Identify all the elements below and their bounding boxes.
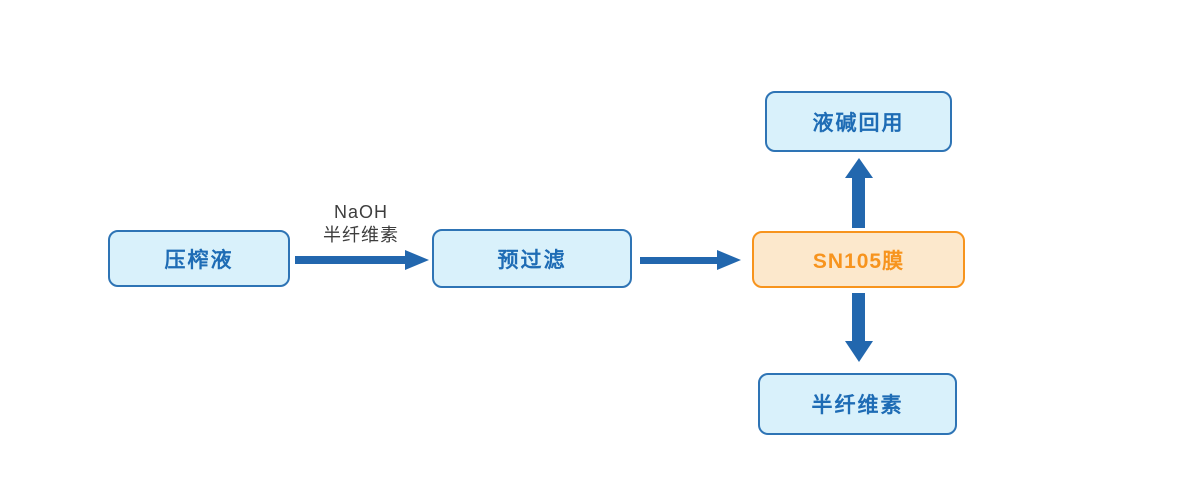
- node-prefilter-label: 预过滤: [497, 248, 567, 272]
- node-hemicellulose-output: 半纤维素: [758, 373, 957, 435]
- node-sn105-membrane-label: SN105膜: [812, 249, 905, 273]
- arrow-sn105-to-alkali-shaft: [852, 177, 865, 228]
- edge-label-line1: NaOH: [333, 202, 388, 222]
- arrow-sn105-to-hemicellulose-shaft: [852, 293, 865, 341]
- arrow-prefilter-to-sn105-head-icon: [717, 250, 741, 270]
- arrow-press-liquid-to-prefilter-head-icon: [405, 250, 429, 270]
- arrow-press-liquid-to-prefilter-shaft: [295, 256, 406, 264]
- arrow-sn105-to-hemicellulose-head-icon: [845, 341, 873, 362]
- node-sn105-membrane: SN105膜: [752, 231, 965, 288]
- node-alkali-recycle-label: 液碱回用: [812, 111, 905, 135]
- edge-label-line2: 半纤维素: [323, 225, 399, 245]
- edge-label-naoh-hemicellulose: NaOH 半纤维素: [290, 201, 432, 247]
- arrow-prefilter-to-sn105-shaft: [640, 257, 719, 264]
- node-alkali-recycle: 液碱回用: [765, 91, 952, 152]
- node-press-liquid: 压榨液: [108, 230, 290, 287]
- node-prefilter: 预过滤: [432, 229, 632, 288]
- node-hemicellulose-output-label: 半纤维素: [811, 394, 904, 417]
- node-press-liquid-label: 压榨液: [164, 248, 234, 272]
- arrow-sn105-to-alkali-head-icon: [845, 158, 873, 178]
